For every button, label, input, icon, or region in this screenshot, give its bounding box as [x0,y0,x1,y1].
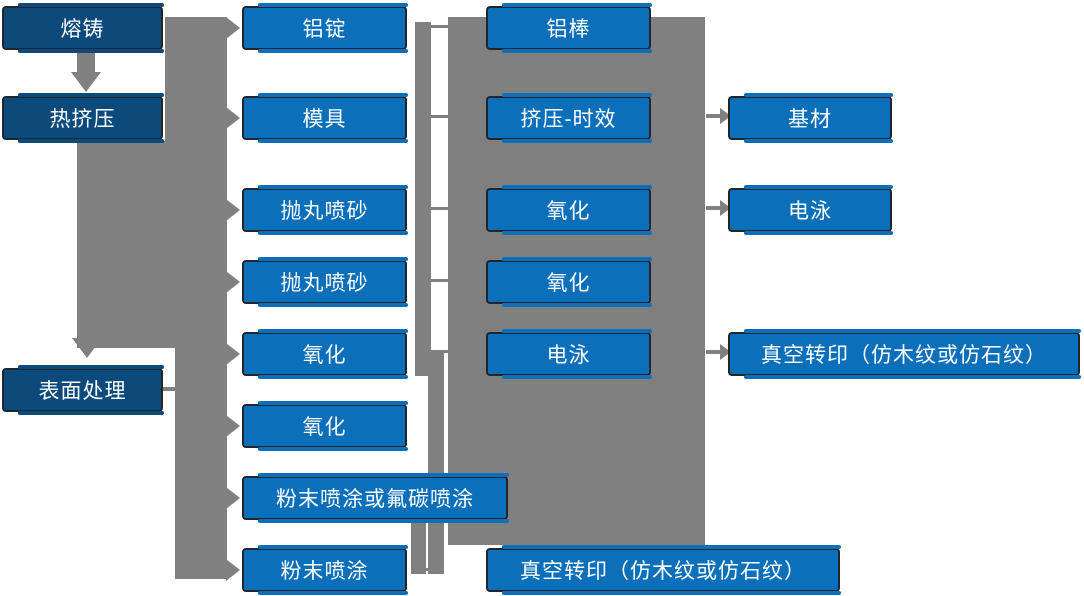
step-box-vacuum-transfer-printing-b: 真空转印（仿木纹或仿石纹） [728,329,1081,379]
step-box-substrate: 基材 [728,93,893,143]
step-box-oxidation-a: 氧化 [242,329,408,379]
step-box-extrusion-aging: 挤压-时效 [486,93,652,143]
connector-surface-band [175,348,227,579]
step-box-aluminum-ingot: 铝锭 [242,3,408,53]
connector-rung-1 [429,25,449,28]
arrow-right-icon [226,271,240,293]
connector-rung-3 [429,207,449,210]
connector-arrow-line [706,206,720,210]
connector-rung-6 [419,568,437,571]
arrow-right-small-icon [720,200,731,216]
connector-mid-bar-2 [428,352,444,574]
arrow-right-icon [226,415,240,437]
step-box-oxidation-b: 氧化 [242,401,408,451]
arrow-right-icon [226,559,240,581]
connector-surface-stub [163,387,176,391]
connector-arrow-line [706,350,720,354]
step-box-aluminum-rod: 铝棒 [486,3,652,53]
arrow-right-icon [226,199,240,221]
connector-melting-down-shaft [77,50,95,74]
stage-box-melting-casting: 熔铸 [2,3,164,53]
connector-extrusion-block [77,141,227,348]
stage-box-surface-treatment: 表面处理 [2,365,164,415]
arrow-right-icon [226,107,240,129]
connector-rung-2 [429,115,449,118]
step-box-powder-coating: 粉末喷涂 [242,545,408,595]
arrow-right-small-icon [720,344,731,360]
arrow-right-icon [226,343,240,365]
step-box-vacuum-transfer-printing-a: 真空转印（仿木纹或仿石纹） [486,545,841,595]
connector-mid-bar-1 [415,22,431,376]
arrow-right-icon [226,487,240,509]
arrow-down-icon [72,338,102,358]
step-box-oxidation-c: 氧化 [486,185,652,235]
arrow-down-icon [71,72,101,92]
step-box-oxidation-d: 氧化 [486,257,652,307]
step-box-powder-or-fluorocarbon-coating: 粉末喷涂或氟碳喷涂 [242,473,509,523]
arrow-right-icon [226,17,240,39]
arrow-right-small-icon [720,108,731,124]
step-box-shot-blasting-2: 抛丸喷砂 [242,257,408,307]
connector-rung-4 [429,279,449,282]
step-box-electrophoresis-a: 电泳 [486,329,652,379]
connector-mid-bar-3 [411,518,426,574]
step-box-mold: 模具 [242,93,408,143]
step-box-electrophoresis-b: 电泳 [728,185,893,235]
connector-rung-5 [429,350,449,353]
step-box-shot-blasting-1: 抛丸喷砂 [242,185,408,235]
stage-box-hot-extrusion: 热挤压 [2,93,164,143]
connector-arrow-line [706,114,720,118]
